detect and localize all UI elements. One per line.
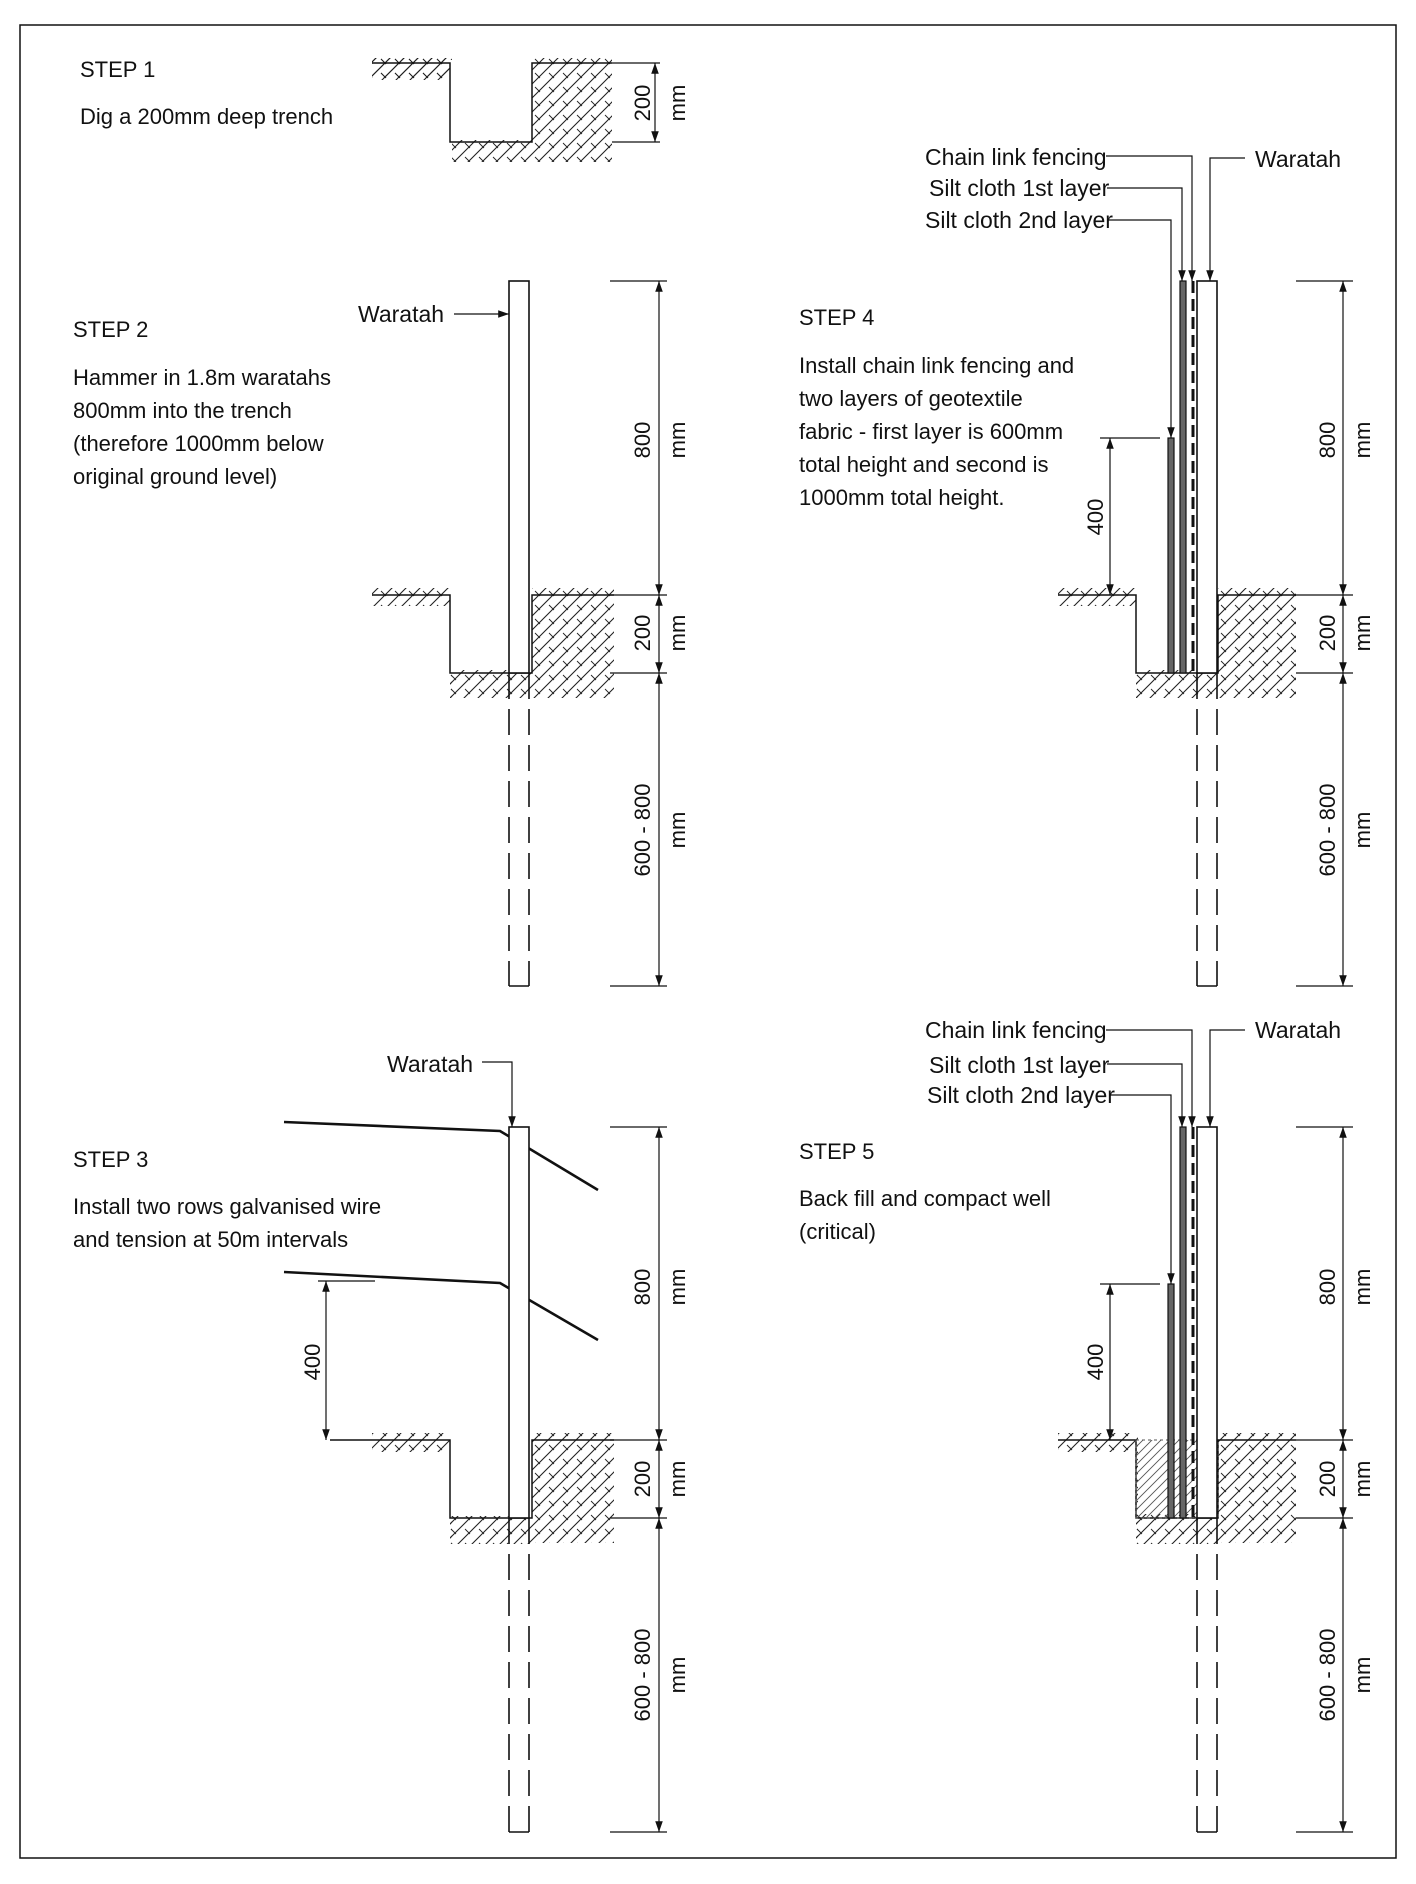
step2-desc-line-3: (therefore 1000mm below	[73, 431, 324, 456]
step3-dimensions: 800 mm 200 mm 600 - 800 mm	[610, 1126, 690, 1833]
step1-dimension: 200 mm	[612, 62, 690, 143]
step4-dimensions: 800 mm 200 mm 600 - 800 mm	[1296, 280, 1375, 987]
step4-dim-600-800-unit: mm	[1350, 812, 1375, 849]
step3-waratah-label: Waratah	[387, 1051, 473, 1077]
step5-desc-line-2: (critical)	[799, 1219, 876, 1244]
step5-callouts: Chain link fencing Silt cloth 1st layer …	[925, 1017, 1341, 1284]
step4-title: STEP 4	[799, 305, 874, 330]
step3-wire-spacing-dimension: 400	[300, 1280, 375, 1440]
step5-dimensions: 800 mm 200 mm 600 - 800 mm	[1296, 1126, 1375, 1833]
step1-dim-unit: mm	[665, 85, 690, 122]
step4-desc-line-4: total height and second is	[799, 452, 1049, 477]
step4-trench	[1058, 588, 1296, 702]
step4-dim-600-800-value: 600 - 800	[1315, 784, 1340, 877]
step4-silt-cloth-1st-layer	[1167, 437, 1175, 674]
step4-waratah-post	[1196, 280, 1218, 987]
step5-trench	[1058, 1433, 1296, 1548]
step4-chain-link-label: Chain link fencing	[925, 144, 1107, 170]
step2-title: STEP 2	[73, 317, 148, 342]
step3-wire-spacing-value: 400	[300, 1344, 325, 1381]
step2-dim-200-unit: mm	[665, 615, 690, 652]
step5-cloth-height-dimension: 400	[1083, 1283, 1160, 1440]
step4-desc-line-2: two layers of geotextile	[799, 386, 1023, 411]
step2-dim-200-value: 200	[630, 615, 655, 652]
step5-silt-cloth-2nd-layer	[1179, 1126, 1187, 1519]
step2-waratah-post	[508, 280, 530, 987]
step5-silt2-label: Silt cloth 2nd layer	[927, 1082, 1115, 1108]
step4-dim-800-unit: mm	[1350, 422, 1375, 459]
step4-callouts: Chain link fencing Silt cloth 1st layer …	[925, 144, 1341, 438]
step4-dim-800-value: 800	[1315, 422, 1340, 459]
step3-dim-800-value: 800	[630, 1269, 655, 1306]
step5-dim-600-800-unit: mm	[1350, 1657, 1375, 1694]
step5-desc-line-1: Back fill and compact well	[799, 1186, 1051, 1211]
step3-dim-600-800-value: 600 - 800	[630, 1629, 655, 1722]
step2-dim-600-800-unit: mm	[665, 812, 690, 849]
step3-desc-line-1: Install two rows galvanised wire	[73, 1194, 381, 1219]
step5-dim-800-unit: mm	[1350, 1269, 1375, 1306]
step3-panel: STEP 3 Install two rows galvanised wire …	[73, 1051, 690, 1833]
step3-waratah-post	[508, 1126, 530, 1833]
step5-title: STEP 5	[799, 1139, 874, 1164]
step2-trench	[372, 588, 614, 702]
step3-title: STEP 3	[73, 1147, 148, 1172]
step2-panel: STEP 2 Hammer in 1.8m waratahs 800mm int…	[73, 280, 690, 987]
step5-dim-200-unit: mm	[1350, 1461, 1375, 1498]
step1-dim-value: 200	[630, 85, 655, 122]
step1-panel: STEP 1 Dig a 200mm deep trench 200 mm	[80, 57, 690, 162]
step4-silt1-label: Silt cloth 1st layer	[929, 175, 1110, 201]
step2-dim-800-value: 800	[630, 422, 655, 459]
step2-dim-600-800-value: 600 - 800	[630, 784, 655, 877]
step3-galvanised-wires	[283, 1120, 599, 1342]
step4-desc-line-3: fabric - first layer is 600mm	[799, 419, 1063, 444]
step2-desc-line-4: original ground level)	[73, 464, 277, 489]
step5-silt-cloth-1st-layer	[1167, 1283, 1175, 1519]
step3-dim-200-unit: mm	[665, 1461, 690, 1498]
step4-silt2-label: Silt cloth 2nd layer	[925, 207, 1113, 233]
step4-cloth-height-dimension: 400	[1083, 437, 1160, 595]
step2-waratah-label: Waratah	[358, 301, 444, 327]
sheet-border	[19, 24, 1397, 1859]
step5-dim-800-value: 800	[1315, 1269, 1340, 1306]
step3-desc-line-2: and tension at 50m intervals	[73, 1227, 348, 1252]
step4-desc-line-5: 1000mm total height.	[799, 485, 1004, 510]
step4-panel: STEP 4 Install chain link fencing and tw…	[799, 144, 1375, 987]
step1-description: Dig a 200mm deep trench	[80, 104, 333, 129]
step4-desc-line-1: Install chain link fencing and	[799, 353, 1074, 378]
step4-dim-200-unit: mm	[1350, 615, 1375, 652]
step3-dim-800-unit: mm	[665, 1269, 690, 1306]
step5-waratah-label: Waratah	[1255, 1017, 1341, 1043]
step5-chain-link-label: Chain link fencing	[925, 1017, 1107, 1043]
step4-cloth-height-value: 400	[1083, 499, 1108, 536]
step1-trench	[372, 58, 612, 162]
step2-desc-line-1: Hammer in 1.8m waratahs	[73, 365, 331, 390]
step5-silt1-label: Silt cloth 1st layer	[929, 1052, 1110, 1078]
step5-panel: STEP 5 Back fill and compact well (criti…	[799, 1017, 1375, 1833]
step3-dim-200-value: 200	[630, 1461, 655, 1498]
step3-waratah-leader	[482, 1061, 516, 1127]
step5-waratah-post	[1196, 1126, 1218, 1833]
step5-dim-600-800-value: 600 - 800	[1315, 1629, 1340, 1722]
step3-dim-600-800-unit: mm	[665, 1657, 690, 1694]
step2-desc-line-2: 800mm into the trench	[73, 398, 292, 423]
step1-title: STEP 1	[80, 57, 155, 82]
step4-dim-200-value: 200	[1315, 615, 1340, 652]
step5-cloth-height-value: 400	[1083, 1344, 1108, 1381]
step5-dim-200-value: 200	[1315, 1461, 1340, 1498]
step4-waratah-label: Waratah	[1255, 146, 1341, 172]
step4-silt-cloth-2nd-layer	[1179, 280, 1187, 674]
step2-dimensions: 800 mm 200 mm 600 - 800 mm	[610, 280, 690, 987]
step2-dim-800-unit: mm	[665, 422, 690, 459]
step3-trench	[330, 1433, 614, 1548]
